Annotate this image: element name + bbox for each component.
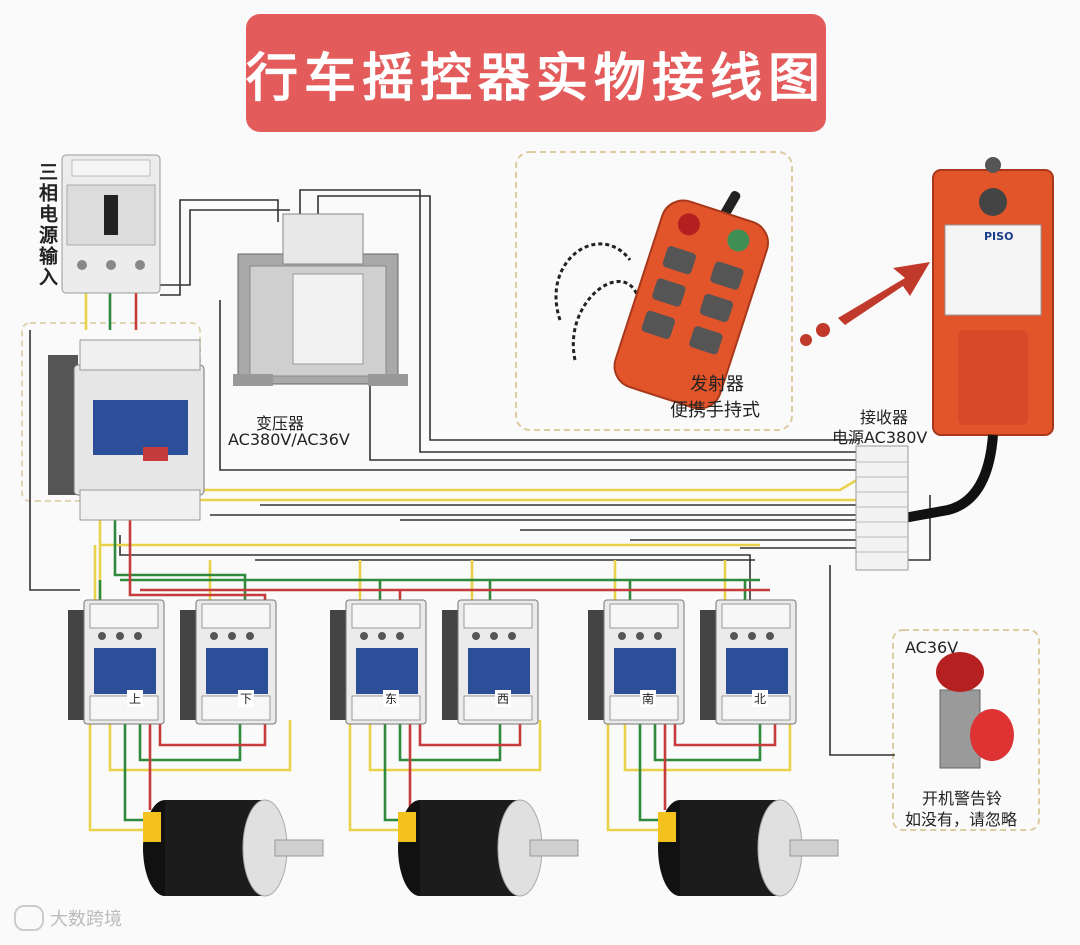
yellow-wires — [84, 290, 861, 832]
contactor-west — [442, 599, 539, 725]
terminal-strip — [855, 445, 909, 571]
alarm-label-line2: 如没有，请忽略 — [905, 810, 1018, 829]
contactor-down — [180, 599, 277, 725]
contactor-label-west: 西 — [495, 690, 512, 707]
power-input-label: 三相电源输入 — [36, 162, 58, 288]
watermark-text: 大数跨境 — [50, 909, 122, 930]
direction-contactors — [68, 599, 797, 725]
circuit-breaker — [61, 154, 161, 294]
red-wires — [128, 290, 777, 810]
signal-arrow — [800, 262, 930, 346]
transformer-name-label: 变压器 — [256, 414, 305, 433]
transformer-spec-label: AC380V/AC36V — [228, 430, 350, 449]
contactor-label-down: 下 — [238, 690, 255, 707]
receiver-unit — [892, 157, 1054, 525]
alarm-voltage-label: AC36V — [905, 638, 959, 657]
receiver-brand: PISO — [984, 230, 1014, 243]
watermark-glyph-icon — [14, 905, 44, 931]
motor-2 — [398, 799, 579, 897]
handheld-transmitter — [554, 190, 769, 410]
receiver-label-line1: 接收器 — [860, 408, 909, 427]
transmitter-dashed-frame — [515, 151, 793, 431]
signal-wires — [29, 189, 931, 756]
motor-1 — [143, 799, 324, 897]
receiver-label-line2: 电源AC380V — [832, 428, 928, 447]
watermark-logo: 大数跨境 — [14, 905, 122, 931]
transmitter-label-line1: 发射器 — [690, 374, 744, 395]
contactor-label-north: 北 — [752, 690, 769, 707]
main-contactor — [48, 339, 205, 521]
page-title: 行车摇控器实物接线图 — [246, 48, 827, 109]
contactor-label-south: 南 — [640, 690, 657, 707]
motor-3 — [658, 799, 839, 897]
contactor-label-east: 东 — [383, 690, 400, 707]
transformer — [233, 213, 408, 386]
contactor-south — [588, 599, 685, 725]
title-banner: 行车摇控器实物接线图 — [246, 14, 826, 132]
contactor-label-up: 上 — [127, 690, 144, 707]
alarm-dashed-frame — [892, 629, 1040, 831]
transmitter-label-line2: 便携手持式 — [670, 400, 760, 421]
contactor-east — [330, 599, 427, 725]
alarm-label-line1: 开机警告铃 — [922, 789, 1003, 808]
alarm-bell — [936, 652, 1014, 769]
contactor-up — [68, 599, 165, 725]
contactor-north — [700, 599, 797, 725]
